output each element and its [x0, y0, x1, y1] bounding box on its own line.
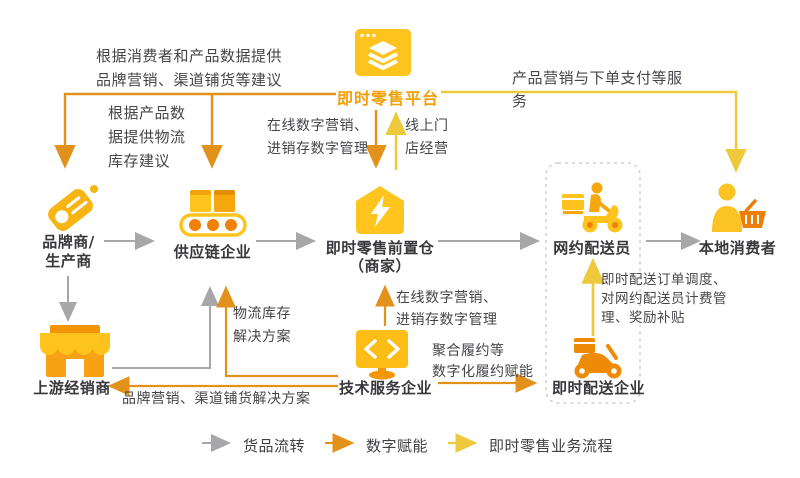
delivery-label: 即时配送企业 [551, 379, 645, 397]
warehouse-lightning-icon [356, 186, 404, 234]
legend-digital-label: 数字赋能 [366, 437, 429, 455]
node-consumer [706, 182, 768, 232]
node-brand [42, 180, 100, 238]
platform-browser-layers-icon [355, 29, 411, 76]
platform-label: 即时零售平台 [336, 89, 439, 108]
consumer-label: 本地消费者 [698, 239, 777, 257]
scooter-icon [574, 338, 622, 379]
edge-label-tech-to-distributor: 品牌营销、渠道铺货解决方案 [122, 391, 311, 407]
tech-label: 技术服务企业 [338, 379, 432, 397]
node-platform [354, 28, 412, 78]
edge-label-warehouse-to-platform: 线上门 店经营 [405, 118, 449, 157]
price-tag-icon [48, 185, 98, 231]
node-delivery [568, 338, 628, 380]
shopper-basket-icon [712, 183, 766, 232]
brand-label: 品牌商/ 生产商 [42, 233, 95, 270]
edge-label-tech-to-delivery: 聚合履约等 数字化履约赋能 [432, 343, 534, 380]
warehouse-label: 即时零售前置仓 （商家） [325, 239, 435, 275]
courier-label: 网约配送员 [553, 239, 631, 257]
edge-label-delivery-to-courier: 即时配送订单调度、 对网约配送员计费管 理、奖励补贴 [601, 272, 727, 326]
node-supply [178, 188, 248, 238]
edge-label-platform-to-warehouse: 在线数字营销、 进销存数字管理 [267, 118, 369, 157]
node-warehouse [354, 184, 406, 236]
connector-platform-to-consumer [441, 90, 747, 173]
connector-platform-to-brand [54, 92, 336, 169]
distributor-label: 上游经销商 [33, 379, 111, 397]
edge-label-platform-to-consumer: 产品营销与下单支付等服务 [512, 69, 683, 110]
edge-label-tech-to-supply: 物流库存 解决方案 [233, 306, 291, 345]
edge-label-platform-to-brand: 根据消费者和产品数据提供 品牌营销、渠道铺货等建议 [96, 47, 283, 89]
node-distributor [38, 325, 112, 377]
delivery-rider-icon [562, 182, 623, 233]
node-courier [560, 180, 624, 234]
storefront-icon [40, 325, 110, 377]
monitor-code-icon [356, 330, 408, 380]
connector-tech-to-supply [216, 285, 338, 378]
edge-label-tech-to-warehouse: 在线数字营销、 进销存数字管理 [396, 290, 498, 328]
legend-business-flow-label: 即时零售业务流程 [489, 437, 614, 455]
conveyor-belt-icon [179, 190, 247, 237]
edge-label-platform-to-supply: 根据产品数 据提供物流 库存建议 [108, 104, 186, 170]
connector-distributor-to-supply [112, 286, 219, 369]
node-tech [354, 328, 410, 380]
legend-goods-flow-label: 货品流转 [243, 437, 306, 455]
supply-label: 供应链企业 [173, 243, 252, 261]
delivery-group-dashed-box [545, 162, 641, 404]
